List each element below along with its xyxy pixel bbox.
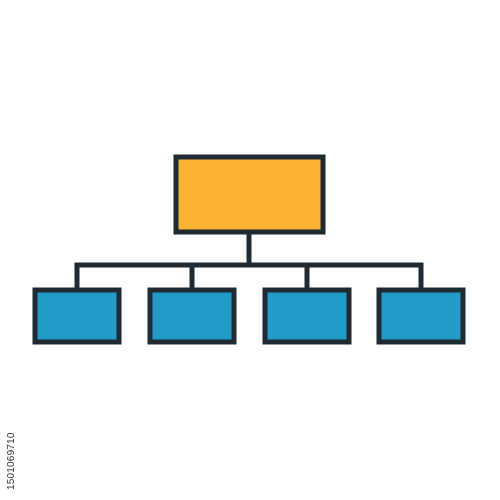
root-node <box>173 154 326 235</box>
child-node-3 <box>262 287 352 345</box>
child-nodes <box>32 287 466 345</box>
child-node-1 <box>32 287 122 345</box>
child-node-4 <box>376 287 466 345</box>
child-node-2 <box>147 287 237 345</box>
stock-id-watermark: 1501069710 <box>6 432 17 490</box>
connector-lines <box>74 229 424 293</box>
